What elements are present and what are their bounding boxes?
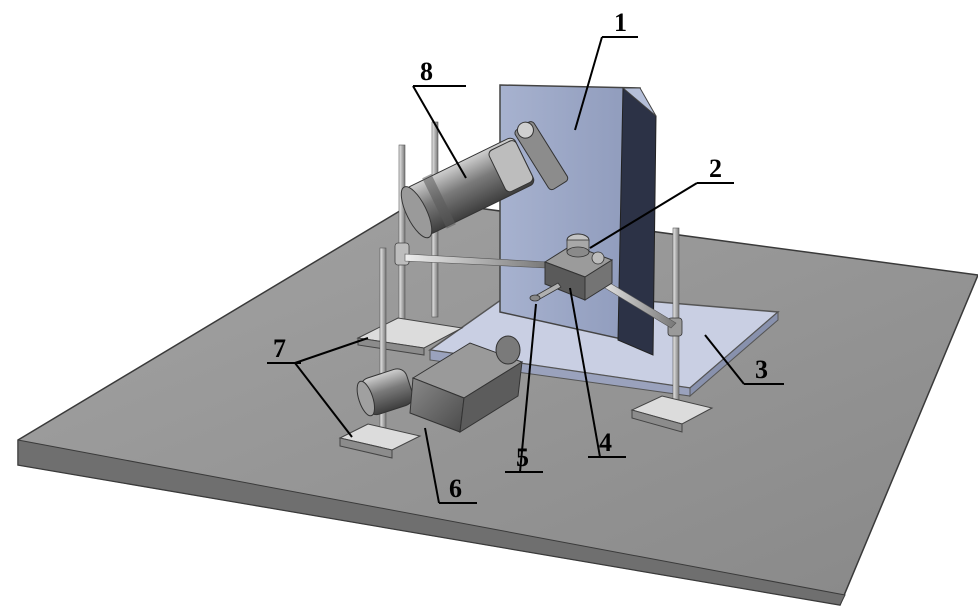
label-3: 3 <box>755 355 768 384</box>
stand-right <box>594 227 714 433</box>
label-5: 5 <box>516 443 529 472</box>
floor-plate-edge <box>17 439 846 606</box>
cylinder-camera <box>400 121 569 239</box>
specimen-block <box>543 233 614 301</box>
label-8: 8 <box>420 57 433 86</box>
probe <box>529 282 562 302</box>
leader-lines <box>267 36 784 504</box>
label-2: 2 <box>709 154 722 183</box>
label-7: 7 <box>273 334 286 363</box>
box-camera <box>356 335 524 433</box>
label-1: 1 <box>614 8 627 37</box>
label-4: 4 <box>599 428 612 457</box>
label-6: 6 <box>449 474 462 503</box>
